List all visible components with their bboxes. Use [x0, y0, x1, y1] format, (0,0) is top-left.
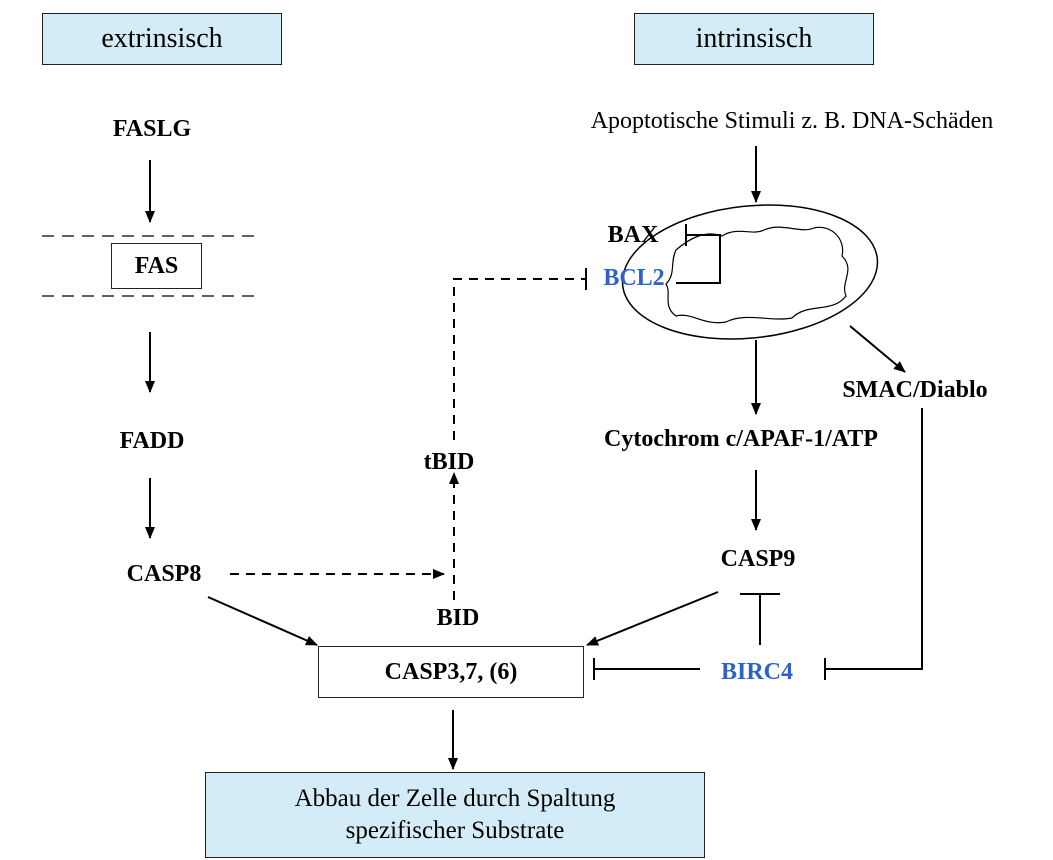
node-tbid: tBID [423, 449, 475, 475]
header-intrinsic-label: intrinsisch [695, 23, 813, 54]
node-cytochrom: Cytochrom c/APAF-1/ATP [604, 426, 878, 452]
node-bid: BID [436, 605, 480, 631]
arrow-mito-to-smac [849, 325, 906, 373]
header-extrinsic-label: extrinsisch [101, 23, 223, 54]
node-casp8: CASP8 [126, 561, 202, 587]
header-intrinsic: intrinsisch [634, 13, 874, 65]
result-line-2: spezifischer Substrate [345, 817, 565, 844]
result-line-1: Abbau der Zelle durch Spaltung [294, 785, 616, 812]
mitochondrion-outer [621, 204, 879, 340]
node-casp3-7-6: CASP3,7, (6) [318, 646, 584, 698]
header-extrinsic: extrinsisch [42, 13, 282, 65]
inhibit-tbid-bcl2 [453, 278, 585, 440]
node-bcl2: BCL2 [603, 265, 665, 291]
arrow-casp9-to-casp3 [586, 591, 719, 646]
inhibit-smac-birc4 [826, 408, 923, 670]
node-birc4: BIRC4 [720, 659, 794, 685]
node-fadd: FADD [119, 428, 185, 454]
node-smac-diablo: SMAC/Diablo [842, 377, 988, 403]
mitochondrion-inner [665, 226, 849, 324]
arrow-casp8-to-casp3 [207, 596, 318, 646]
node-casp3-label: CASP3,7, (6) [384, 658, 518, 685]
node-casp9: CASP9 [720, 546, 796, 572]
node-fas: FAS [111, 243, 202, 289]
node-fasl: FASLG [112, 116, 192, 142]
node-fas-label: FAS [134, 252, 179, 279]
node-apoptotic-stimuli: Apoptotische Stimuli z. B. DNA-Schäden [590, 108, 994, 134]
node-bax: BAX [607, 222, 659, 248]
result-box: Abbau der Zelle durch Spaltung spezifisc… [205, 772, 705, 858]
inhibit-bcl2-bax [676, 234, 721, 284]
